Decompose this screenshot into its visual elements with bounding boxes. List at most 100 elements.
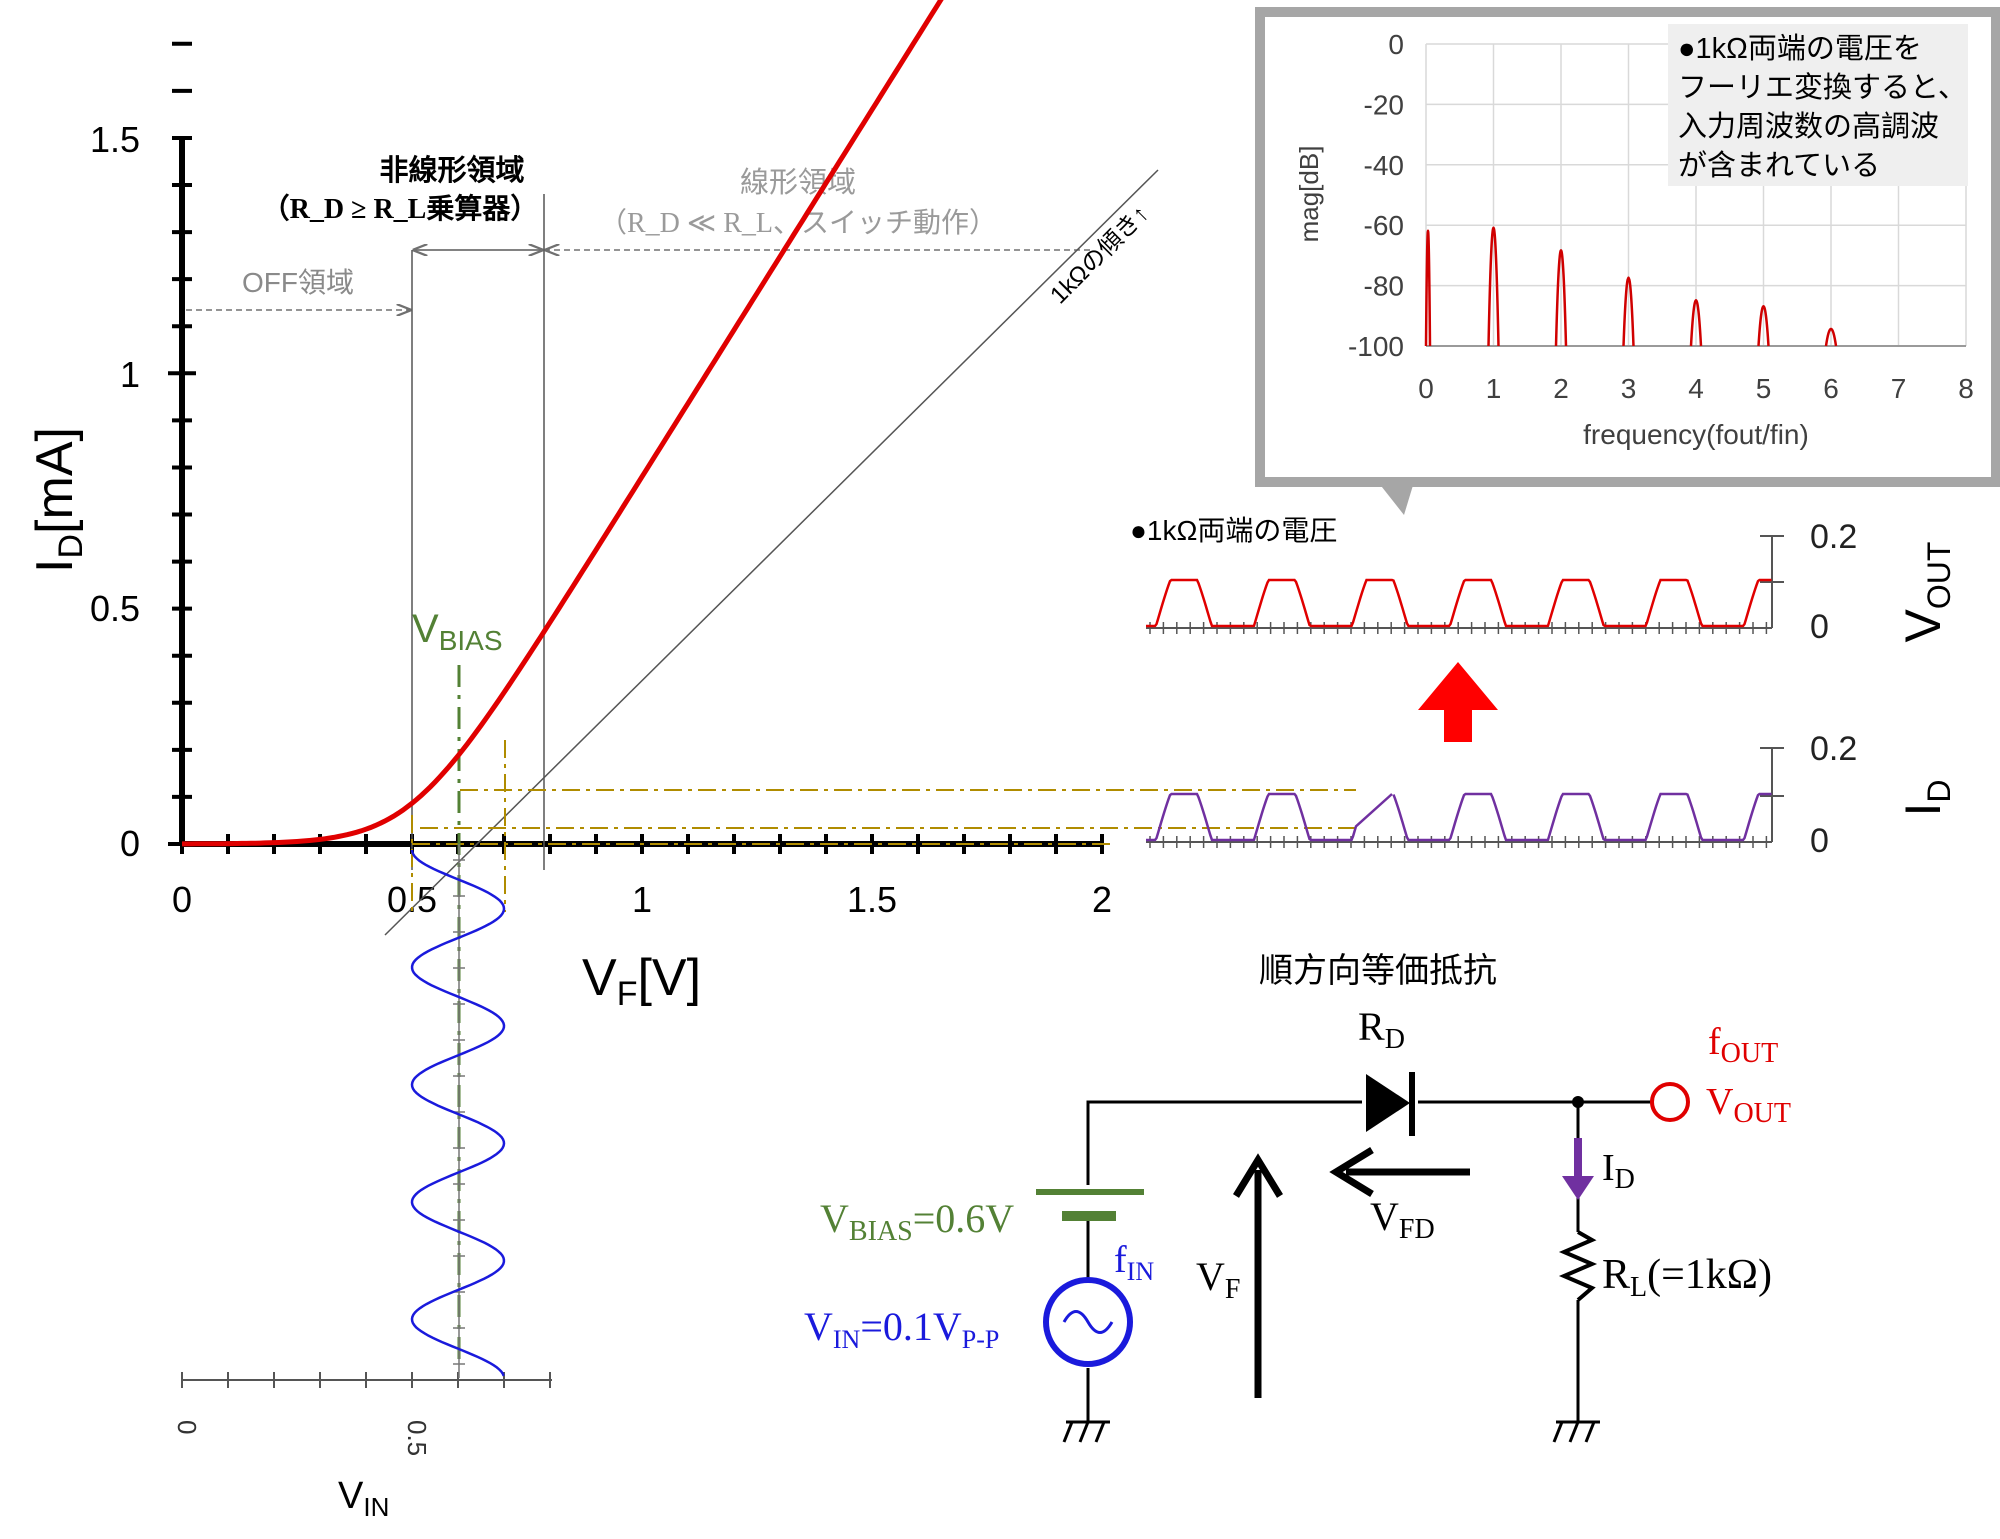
diode-icon <box>1366 1072 1415 1136</box>
vin-axis-title: VIN <box>338 1475 389 1522</box>
x-axis-title: VF[V] <box>582 949 701 1013</box>
spectrum-peak <box>1424 229 1432 347</box>
spectrum-y-tick-label: -80 <box>1364 271 1404 302</box>
spectrum-peak <box>1554 249 1568 347</box>
vout-axis-ticks <box>1149 622 1768 634</box>
spectrum-x-tick-label: 5 <box>1756 373 1772 404</box>
nonlinear-region-sub: （R_D ≥ R_L乗算器） <box>262 192 539 225</box>
fin-label: fIN <box>1114 1239 1154 1286</box>
circuit-title: 順方向等価抵抗 <box>1259 952 1497 990</box>
y-axis-title: ID[mA] <box>26 427 90 573</box>
x-tick-label: 1 <box>632 879 652 920</box>
vout-wave <box>1146 578 1772 628</box>
spectrum-peaks <box>1424 226 1838 347</box>
spectrum-note-line: フーリエ変換すると、 <box>1678 71 1967 104</box>
id-plot: 0.2 0 ID <box>1146 730 1957 860</box>
x-tick-label: 0 <box>172 879 192 920</box>
spectrum-peak <box>1824 327 1838 347</box>
diode-iv-curve <box>182 0 944 847</box>
vin-tick-label: 0.5 <box>402 1420 432 1456</box>
spectrum-x-tick-label: 6 <box>1823 373 1839 404</box>
axis-ticks <box>168 41 1104 854</box>
id-axis-ticks <box>1149 836 1768 848</box>
vout-tick-label: 0.2 <box>1810 518 1857 556</box>
spectrum-x-title: frequency(fout/fin) <box>1583 419 1809 450</box>
nonlinear-region-label: 非線形領域 <box>379 153 524 187</box>
vout-title: ●1kΩ両端の電圧 <box>1130 515 1337 546</box>
spectrum-x-tick-label: 8 <box>1958 373 1974 404</box>
spectrum-tick-labels: 0 -20 -40 -60 -80 -100 0 1 2 3 4 5 6 7 8 <box>1348 29 1974 404</box>
load-line-1k <box>384 169 1159 936</box>
spectrum-x-tick-label: 7 <box>1891 373 1907 404</box>
operating-guides <box>411 740 1356 912</box>
spectrum-y-tick-label: -40 <box>1364 150 1404 181</box>
up-arrow-icon <box>1418 662 1498 742</box>
id-tick-label: 0 <box>1810 822 1829 860</box>
circuit-wires <box>1086 1100 1652 1422</box>
vout-tick-label: 0 <box>1810 608 1829 646</box>
spectrum-note-line: 入力周波数の高調波 <box>1678 110 1939 143</box>
vin-tick-label: 0 <box>172 1420 202 1434</box>
y-tick-label: 1.5 <box>90 119 140 160</box>
x-tick-label: 1.5 <box>847 879 897 920</box>
vout-plot: ●1kΩ両端の電圧 0.2 0 VOUT <box>1130 515 1957 646</box>
vfd-arrow-icon <box>1329 1147 1374 1197</box>
spectrum-peak <box>1689 298 1703 347</box>
id-side-label: ID <box>1895 779 1957 816</box>
vin-plot: 0 0.5 VIN <box>172 844 552 1522</box>
spectrum-x-tick-label: 2 <box>1553 373 1569 404</box>
rl-label: RL(=1kΩ) <box>1602 1252 1772 1303</box>
spectrum-note-box <box>1668 24 1968 186</box>
spectrum-y-tick-label: 0 <box>1388 29 1404 60</box>
spectrum-x-tick-label: 4 <box>1688 373 1704 404</box>
vout-side-label: VOUT <box>1895 542 1957 643</box>
id-label: ID <box>1602 1147 1635 1195</box>
vbias-label: VBIAS <box>412 607 503 656</box>
vf-label: VF <box>1196 1254 1240 1305</box>
spectrum-x-tick-label: 1 <box>1486 373 1502 404</box>
rd-label: RD <box>1358 1004 1405 1055</box>
input-sine-wave <box>410 849 506 1377</box>
spectrum-peak <box>1487 226 1500 347</box>
linear-region-sub: （R_D ≪ R_L、スイッチ動作） <box>599 207 997 239</box>
spectrum-y-tick-label: -20 <box>1364 89 1404 120</box>
vfd-label: VFD <box>1370 1194 1435 1245</box>
vf-arrow-icon <box>1233 1153 1283 1198</box>
spectrum-x-tick-label: 3 <box>1621 373 1637 404</box>
spectrum-note-line: ●1kΩ両端の電圧を <box>1678 32 1922 65</box>
spectrum-y-title: mag[dB] <box>1294 146 1324 243</box>
fout-label: fOUT <box>1708 1021 1778 1069</box>
spectrum-peak <box>1622 276 1635 347</box>
node-dot <box>1572 1096 1584 1108</box>
ground-icon <box>1552 1420 1600 1443</box>
ground-icon <box>1062 1420 1110 1443</box>
slope-label: 1kΩの傾き↑ <box>1045 200 1154 309</box>
id-tick-label: 0.2 <box>1810 730 1857 768</box>
id-arrow-icon <box>1562 1176 1594 1200</box>
ac-sine-icon <box>1062 1310 1114 1334</box>
iv-chart: 1.5 1 0.5 0 0 0.5 1 1.5 2 ID[mA] VF[V] O… <box>26 0 1356 1360</box>
spectrum-note-line: が含まれている <box>1678 149 1880 182</box>
x-tick-label: 2 <box>1092 879 1112 920</box>
vin-axis-ticks <box>181 1372 551 1388</box>
vin-source-label: VIN=0.1VP-P <box>804 1304 999 1354</box>
spectrum-callout: 0 -20 -40 -60 -80 -100 0 1 2 3 4 5 6 7 8 mag[dB] frequ… <box>1255 7 2000 515</box>
off-region-label: OFF領域 <box>242 267 354 298</box>
vout-label: VOUT <box>1706 1081 1791 1129</box>
spectrum-peak <box>1757 305 1770 347</box>
circuit-schematic: 順方向等価抵抗 RD fOUT VOUT ID RL(=1kΩ) <box>804 952 1791 1443</box>
resistor-icon <box>1558 1230 1598 1302</box>
y-tick-label: 0 <box>120 823 140 864</box>
vin-vertical-ticks <box>453 844 465 1378</box>
vbias-source-label: VBIAS=0.6V <box>820 1196 1014 1247</box>
callout-tail <box>1378 482 1414 515</box>
y-tick-label: 1 <box>120 354 140 395</box>
spectrum-y-tick-label: -100 <box>1348 331 1404 362</box>
spectrum-x-tick-label: 0 <box>1418 373 1434 404</box>
spectrum-y-tick-label: -60 <box>1364 210 1404 241</box>
output-terminal-icon[interactable] <box>1650 1082 1690 1122</box>
id-wave <box>1146 792 1772 842</box>
linear-region-label: 線形領域 <box>740 166 856 199</box>
y-tick-label: 0.5 <box>90 588 140 629</box>
